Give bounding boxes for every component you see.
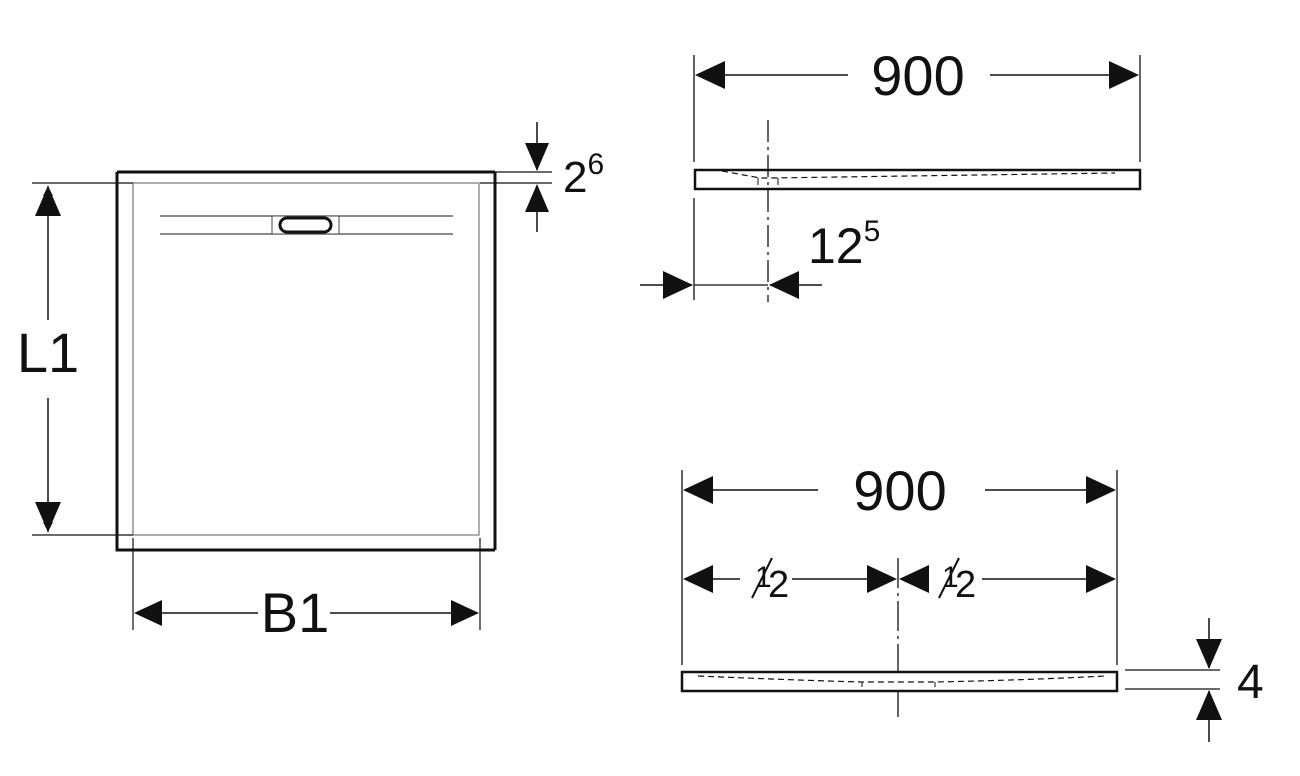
side-view-crosswise: 900 1 2 1 2 4: [680, 459, 1264, 742]
tray-outline: [115, 170, 497, 552]
drain-icon: [278, 216, 333, 234]
tray-profile: [693, 168, 1142, 191]
tray-surface: [132, 182, 480, 536]
svg-text:2: 2: [768, 564, 789, 606]
length-label: L1: [17, 321, 79, 384]
half-left-label: 1 2: [751, 557, 789, 606]
drain-offset-label: 125: [808, 215, 880, 274]
overall-length-label: 900: [871, 44, 964, 107]
plan-view: L1 B1 26: [17, 122, 604, 644]
side-view-lengthwise: 900 125: [640, 44, 1142, 302]
svg-text:2: 2: [955, 564, 976, 606]
half-right-label: 1 2: [938, 557, 976, 606]
thickness-label: 4: [1237, 656, 1264, 709]
width-label: B1: [261, 581, 330, 644]
edge-offset-label: 26: [563, 148, 604, 202]
overall-width-label: 900: [853, 459, 946, 522]
